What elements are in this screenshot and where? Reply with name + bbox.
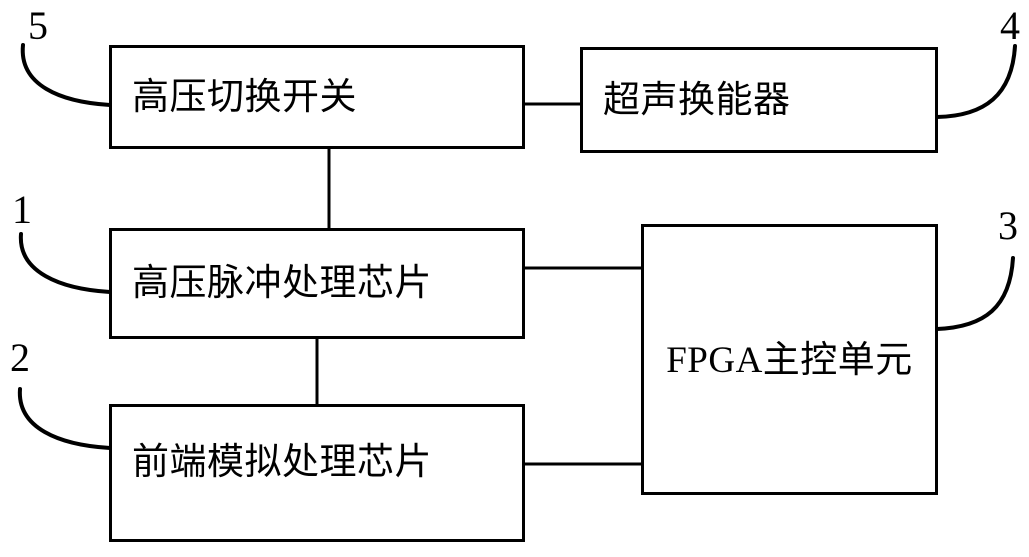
block-hv-pulse-chip-label: 高压脉冲处理芯片 bbox=[132, 263, 432, 304]
block-fpga-main-control[interactable]: FPGA主控单元 bbox=[641, 224, 938, 495]
block-ultrasonic-transducer[interactable]: 超声换能器 bbox=[580, 47, 938, 153]
reference-numeral-4: 4 bbox=[1000, 3, 1020, 48]
block-ultrasonic-transducer-label: 超声换能器 bbox=[603, 79, 791, 121]
leader-line-ref-2 bbox=[17, 387, 112, 450]
reference-numeral-1: 1 bbox=[12, 187, 32, 232]
block-hv-switch-label: 高压切换开关 bbox=[132, 76, 357, 118]
block-fpga-main-control-label: FPGA主控单元 bbox=[666, 340, 913, 381]
block-analog-front-end-chip[interactable]: 前端模拟处理芯片 bbox=[109, 404, 525, 542]
leader-line-ref-5 bbox=[20, 43, 112, 107]
reference-numeral-2: 2 bbox=[10, 335, 30, 380]
reference-numeral-3: 3 bbox=[998, 203, 1018, 248]
block-hv-switch[interactable]: 高压切换开关 bbox=[109, 45, 525, 149]
block-analog-front-end-chip-label: 前端模拟处理芯片 bbox=[132, 441, 432, 483]
block-hv-pulse-chip[interactable]: 高压脉冲处理芯片 bbox=[109, 228, 525, 339]
leader-line-ref-4 bbox=[935, 44, 1017, 119]
leader-line-ref-3 bbox=[935, 256, 1015, 331]
reference-numeral-5: 5 bbox=[28, 3, 48, 48]
leader-line-ref-1 bbox=[18, 232, 112, 294]
